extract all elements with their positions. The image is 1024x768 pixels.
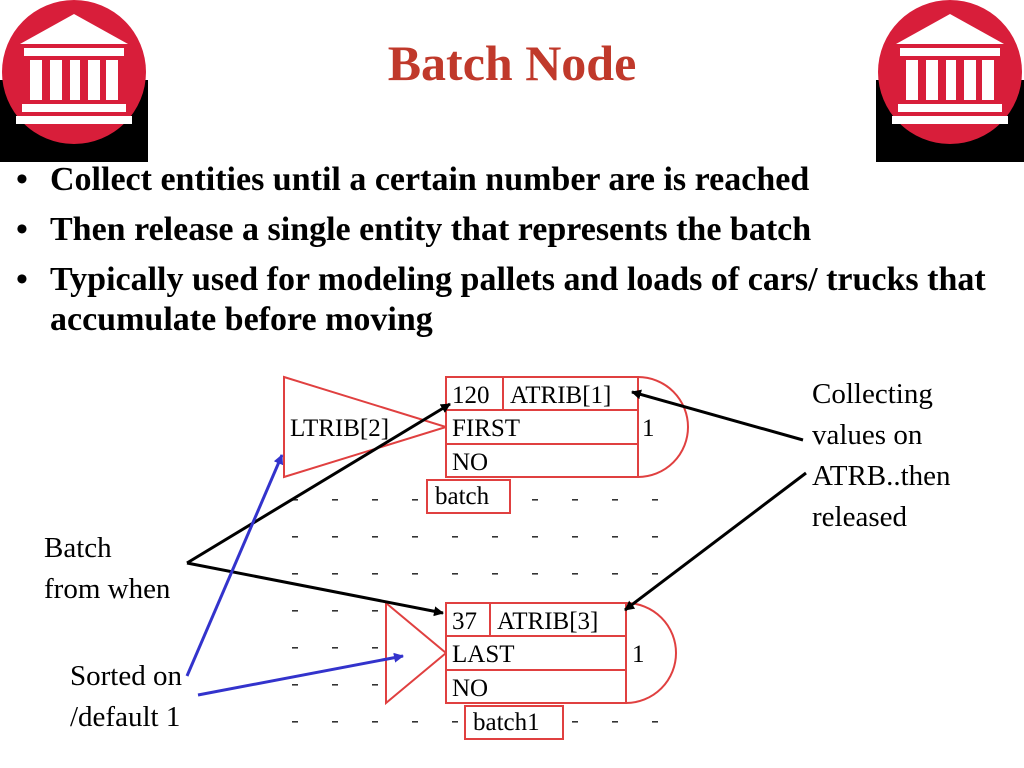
bullet-list: • Collect entities until a certain number… bbox=[12, 160, 1002, 350]
annotation-line: Sorted on bbox=[70, 660, 182, 692]
bank-logo-left-icon bbox=[0, 0, 148, 162]
annotation-line: Batch bbox=[44, 532, 112, 564]
node2-count: 37 bbox=[452, 608, 477, 635]
node2-triangle bbox=[385, 600, 448, 706]
annotation-line: /default 1 bbox=[70, 701, 181, 733]
arrow-collecting-to-node1 bbox=[631, 389, 804, 442]
node2-output-count: 1 bbox=[632, 641, 645, 668]
arrow-collecting-to-node2 bbox=[624, 471, 807, 612]
annotation-line: values on bbox=[812, 419, 923, 451]
annotation-line: released bbox=[812, 501, 907, 533]
node1-flag: NO bbox=[452, 449, 488, 476]
bullet-dot-icon: • bbox=[16, 261, 28, 298]
node2-label: batch1 bbox=[473, 709, 540, 736]
annotation-line: Collecting bbox=[812, 378, 933, 410]
node2-rule: LAST bbox=[452, 641, 515, 668]
bullet-text: Typically used for modeling pallets and … bbox=[50, 261, 986, 338]
bullet-item: • Typically used for modeling pallets and… bbox=[12, 260, 1002, 340]
bullet-item: • Then release a single entity that repre… bbox=[12, 210, 1002, 250]
node2-arc bbox=[625, 602, 677, 704]
node2-flag: NO bbox=[452, 675, 488, 702]
node1-row3 bbox=[445, 443, 639, 478]
node1-rule: FIRST bbox=[452, 415, 520, 442]
node1-label: batch bbox=[435, 483, 490, 510]
arrow-batch-to-node1 bbox=[186, 402, 451, 565]
node1-count: 120 bbox=[452, 382, 490, 409]
annotation-line: from when bbox=[44, 573, 171, 605]
annotation-line: ATRB..then bbox=[812, 460, 951, 492]
node1-triangle-label: LTRIB[2] bbox=[290, 415, 389, 442]
bullet-item: • Collect entities until a certain number… bbox=[12, 160, 1002, 200]
slide-title: Batch Node bbox=[387, 35, 637, 91]
bullet-text: Collect entities until a certain number … bbox=[50, 161, 810, 198]
arrow-sorted-to-node1 bbox=[185, 454, 284, 677]
node1-output-count: 1 bbox=[642, 415, 655, 442]
arrow-batch-to-node2 bbox=[186, 561, 444, 617]
node2-attribute: ATRIB[3] bbox=[497, 608, 598, 635]
node1-row2 bbox=[445, 409, 639, 445]
bullet-dot-icon: • bbox=[16, 211, 28, 248]
bullet-dot-icon: • bbox=[16, 161, 28, 198]
arrow-sorted-to-node2 bbox=[197, 652, 404, 697]
bullet-text: Then release a single entity that repres… bbox=[50, 211, 812, 248]
node1-arc bbox=[637, 376, 689, 478]
annotation-collecting: Collecting values on ATRB..then released bbox=[812, 374, 951, 538]
batch-node-1: LTRIB[2] 120 ATRIB[1] FIRST NO 1 batch bbox=[283, 375, 690, 514]
bank-logo-right-icon bbox=[876, 0, 1024, 162]
node2-row3 bbox=[445, 669, 627, 704]
annotation-sorted-on: Sorted on /default 1 bbox=[70, 656, 182, 738]
batch-node-2: 37 ATRIB[3] LAST NO 1 batch1 bbox=[385, 600, 677, 740]
node1-label-box bbox=[426, 479, 511, 514]
node2-label-box bbox=[464, 705, 564, 740]
annotation-batch-from: Batch from when bbox=[44, 528, 170, 610]
node2-row1 bbox=[445, 602, 627, 637]
node1-attribute: ATRIB[1] bbox=[510, 382, 611, 409]
node1-triangle bbox=[283, 375, 450, 479]
